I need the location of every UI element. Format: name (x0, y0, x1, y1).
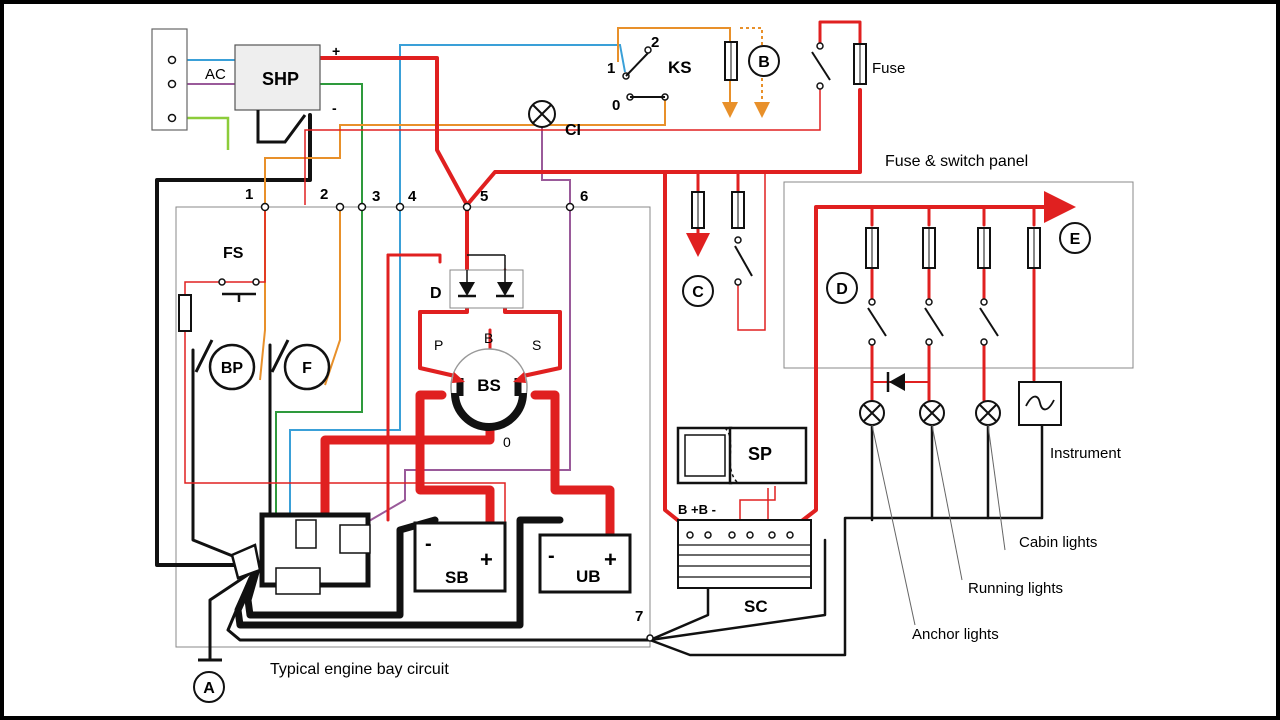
instrument-box (1018, 381, 1062, 426)
ac-inlet-box (151, 28, 188, 131)
signal-wires (172, 27, 821, 570)
main-switch (816, 42, 824, 50)
label-bs-p: P (434, 337, 443, 353)
label-cabin: Cabin lights (1019, 534, 1097, 551)
callout-leaders (871, 424, 1006, 626)
label-t5: 5 (480, 188, 488, 205)
label-bs-0: 0 (503, 434, 511, 450)
label-sp: SP (748, 444, 772, 464)
label-t1: 1 (245, 186, 253, 203)
sb-plus: + (480, 547, 493, 572)
label-instrument: Instrument (1050, 445, 1122, 462)
label-ub: UB (576, 567, 601, 586)
b-circle-marker (748, 45, 780, 77)
label-bs: BS (477, 376, 501, 395)
label-fuse-panel: Fuse & switch panel (885, 153, 1028, 170)
panel-switches (867, 298, 999, 346)
e-circle-marker (1059, 222, 1091, 254)
label-t3: 3 (372, 188, 380, 205)
running-light-lamp (919, 400, 945, 426)
label-sb: SB (445, 568, 469, 587)
label-ac: AC (205, 66, 226, 83)
label-anchor: Anchor lights (912, 626, 999, 643)
cabin-light-lamp (975, 400, 1001, 426)
label-d-diode: D (430, 285, 442, 302)
label-ks-pos1: 1 (607, 60, 615, 77)
split-diode (449, 254, 524, 309)
label-t2: 2 (320, 186, 328, 203)
c-circle-marker (682, 275, 714, 307)
power-wires (318, 20, 1076, 575)
ub-plus: + (604, 547, 617, 572)
label-ks-pos0: 0 (612, 97, 620, 114)
label-t7: 7 (635, 608, 643, 625)
label-fuse: Fuse (872, 60, 905, 77)
bilge-fuse (178, 294, 192, 332)
label-f: F (302, 360, 312, 377)
fuse-panel-box (783, 181, 1134, 369)
label-fs: FS (223, 245, 244, 262)
junction-7 (646, 634, 654, 642)
solar-panel (676, 426, 808, 485)
label-d: D (836, 281, 848, 298)
label-engine-bay: Typical engine bay circuit (270, 661, 449, 678)
label-minus: - (332, 100, 337, 116)
label-c: C (692, 284, 704, 301)
terminal-block (260, 202, 575, 212)
label-ks: KS (668, 58, 692, 77)
float-switch (218, 278, 260, 302)
label-bb: B +B - (678, 502, 716, 517)
label-bp: BP (221, 360, 244, 377)
label-running: Running lights (968, 580, 1063, 597)
bilge-pump (194, 339, 256, 391)
shore-power-charger (234, 44, 321, 111)
label-plus: + (332, 43, 340, 59)
panel-diode (886, 372, 905, 392)
charge-indicator-lamp (528, 100, 556, 128)
label-t4: 4 (408, 188, 417, 205)
label-shp: SHP (262, 69, 299, 89)
engine-bay-box (175, 206, 651, 648)
label-b: B (758, 54, 770, 71)
label-ci: CI (565, 122, 581, 139)
panel-fuses (865, 227, 1041, 269)
anchor-light-lamp (859, 400, 885, 426)
battery-switch (450, 348, 528, 431)
label-sc: SC (744, 597, 768, 616)
label-a: A (203, 680, 215, 697)
utility-battery (538, 533, 632, 594)
engine-block (230, 512, 371, 595)
label-bs-b: B (484, 330, 493, 346)
fan (270, 339, 331, 391)
solar-controller (677, 519, 812, 589)
ub-minus: - (548, 545, 555, 567)
d-circle-marker (826, 272, 858, 304)
starter-battery (413, 521, 507, 593)
a-circle-marker (193, 671, 225, 703)
label-e: E (1070, 231, 1081, 248)
label-bs-s: S (532, 337, 541, 353)
label-ks-pos2: 2 (651, 34, 659, 51)
label-t6: 6 (580, 188, 588, 205)
sb-minus: - (425, 533, 432, 555)
